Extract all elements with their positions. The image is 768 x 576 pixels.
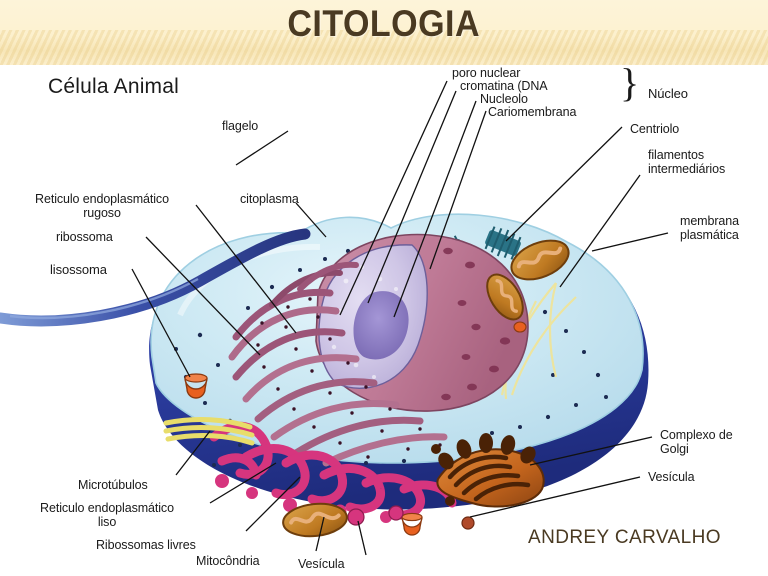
- label-mitocondria: Mitocôndria: [196, 554, 260, 568]
- nucleus-shape: [315, 233, 529, 412]
- label-complexo-golgi: Complexo de Golgi: [660, 428, 733, 456]
- microtubule-shape: [163, 417, 255, 446]
- rough-er-shape: [228, 261, 448, 467]
- header-band: [0, 0, 768, 65]
- label-ribossoma: ribossoma: [56, 230, 113, 244]
- label-reticulo-liso: Reticulo endoplasmático liso: [40, 501, 174, 529]
- label-microtubulos: Microtúbulos: [78, 478, 148, 492]
- label-membrana-plasmatica: membrana plasmática: [680, 214, 739, 242]
- label-citoplasma: citoplasma: [240, 192, 299, 206]
- golgi-complex-shape: [431, 433, 545, 508]
- leader-lines: [131, 80, 669, 556]
- label-vesicula-bottom: Vesícula: [298, 557, 345, 571]
- label-nucleolo: Nucleolo: [480, 92, 528, 106]
- flagellum-shape: [0, 228, 311, 327]
- label-cromatina: cromatina (DNA: [460, 79, 548, 93]
- label-poro-nuclear: poro nuclear: [452, 66, 521, 80]
- label-vesicula-right: Vesícula: [648, 470, 695, 484]
- cell-diagram: Célula Animal poro nuclear cromatina (DN…: [0, 60, 768, 576]
- label-ribossomas-livres: Ribossomas livres: [96, 538, 196, 552]
- label-lisossoma: lisossoma: [50, 262, 107, 277]
- figure-heading: Célula Animal: [48, 75, 179, 98]
- label-centriolo: Centriolo: [630, 122, 680, 136]
- nucleus-brace: }: [620, 60, 640, 105]
- label-flagelo: flagelo: [222, 119, 259, 133]
- page-title: CITOLOGIA: [0, 4, 768, 64]
- label-nucleo: Núcleo: [648, 86, 688, 101]
- animal-cell-illustration: [0, 80, 669, 556]
- label-reticulo-rugoso: Reticulo endoplasmático rugoso: [35, 192, 169, 220]
- page-title-text: CITOLOGIA: [287, 3, 481, 44]
- mitochondrion-shape: [282, 239, 570, 538]
- label-filamentos-intermediarios: filamentos intermediários: [648, 148, 726, 176]
- vesicle-shape: [347, 505, 475, 530]
- label-cariomembrana: Cariomembrana: [488, 105, 577, 119]
- rough-er-ribosome-dots: [256, 297, 442, 459]
- lysosome-shape: [184, 321, 527, 536]
- author-name: ANDREY CARVALHO: [528, 527, 721, 548]
